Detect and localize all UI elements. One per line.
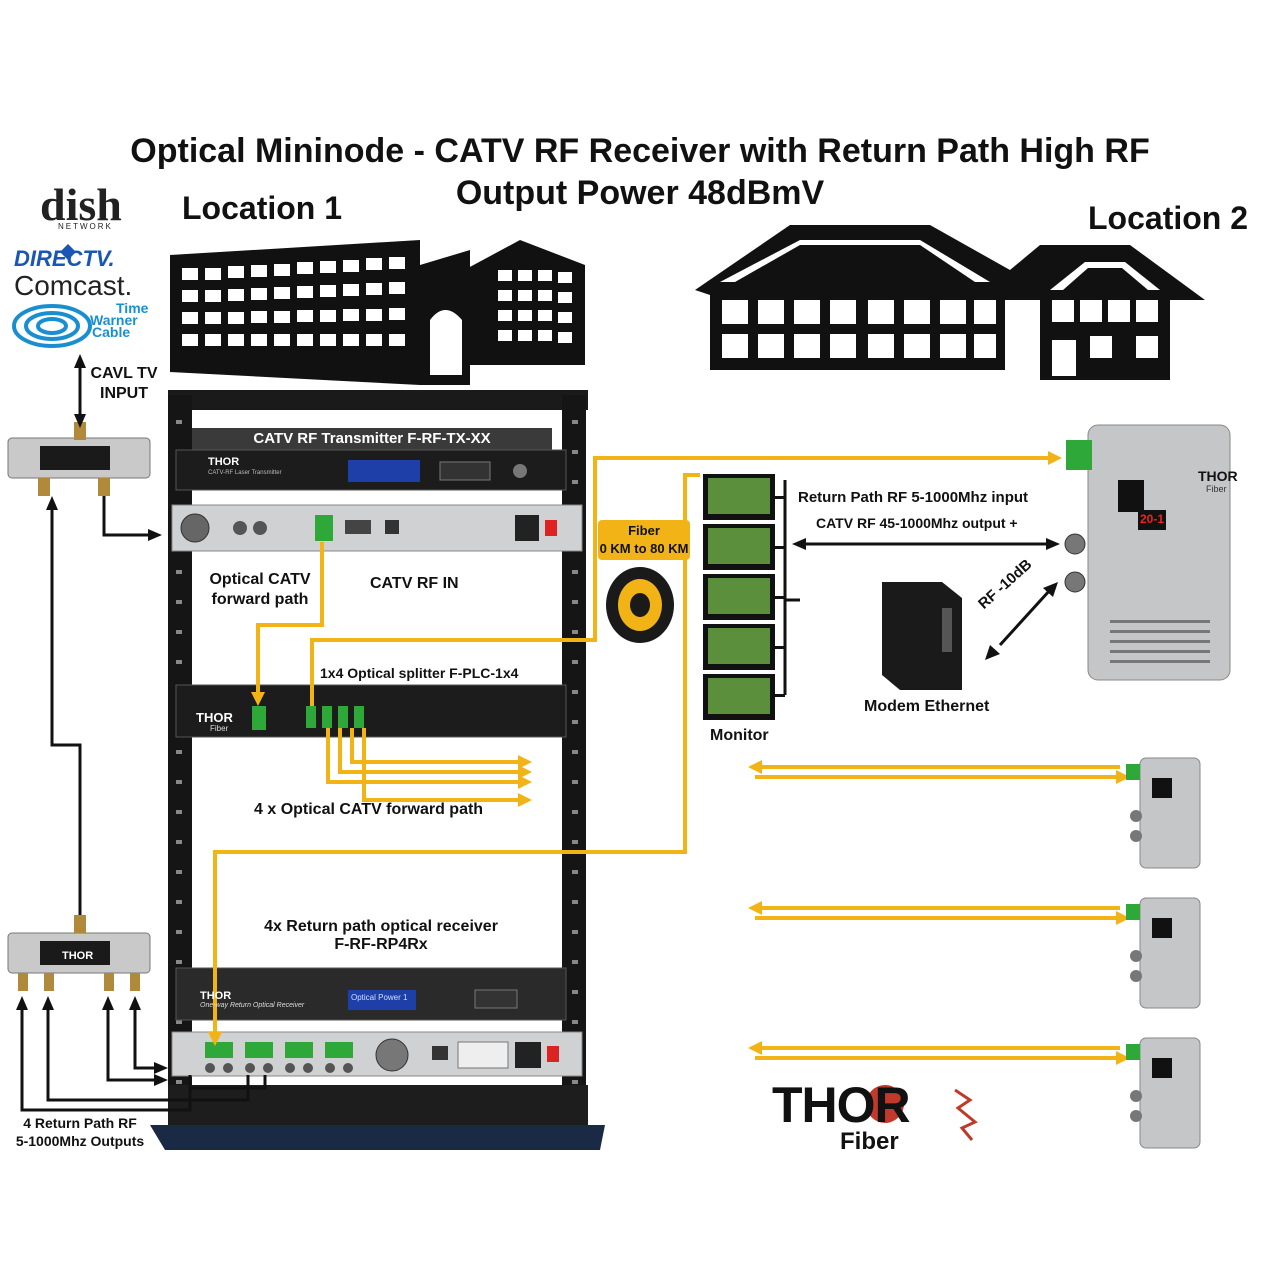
modem-label: Modem Ethernet xyxy=(864,698,990,715)
optical-forward-line1: Optical CATV xyxy=(209,571,311,588)
rf-splitter-top xyxy=(7,422,151,496)
power-switch-icon xyxy=(545,520,557,536)
thor-logo-bolt-icon xyxy=(954,1088,978,1141)
receiver-input-connector-icon xyxy=(205,1042,233,1058)
fiber-distance-label: Fiber 0 KM to 80 KM xyxy=(598,522,690,558)
return-receiver-unit xyxy=(171,967,583,1077)
optical-mininode-small-3 xyxy=(1126,1037,1201,1149)
transmitter-brand: THOR xyxy=(208,456,240,468)
cavl-input-label: CAVL TV INPUT xyxy=(84,364,164,404)
splitter-output-connector-icon xyxy=(322,706,332,728)
splitter-output-connector-icon xyxy=(338,706,348,728)
return-outputs-line2: 5-1000Mhz Outputs xyxy=(15,1133,145,1149)
thor-logo-sub: Fiber xyxy=(840,1128,899,1155)
ethernet-port-icon xyxy=(385,520,399,534)
location-1-label: Location 1 xyxy=(182,190,343,226)
rf-splitter-brand: THOR xyxy=(62,950,94,962)
catv-transmitter-unit xyxy=(175,449,567,491)
coax-lines xyxy=(20,360,1052,1112)
fan-icon xyxy=(180,513,210,543)
splitter-brand: THOR xyxy=(196,710,233,725)
transmitter-keypad xyxy=(439,461,491,481)
location-2-label: Location 2 xyxy=(1088,200,1249,236)
thor-logo-globe-icon xyxy=(866,1085,904,1123)
comcast-logo: Comcast. xyxy=(14,270,133,301)
receiver-ethernet-icon xyxy=(432,1046,448,1060)
receiver-line1: 4x Return path optical receiver xyxy=(264,918,498,935)
twc-line2: Warner xyxy=(90,312,138,328)
transmitter-screen xyxy=(348,460,420,482)
receiver-label: 4x Return path optical receiver F-RF-RP4… xyxy=(240,918,522,954)
return-outputs-label: 4 Return Path RF 5-1000Mhz Outputs xyxy=(0,1114,160,1150)
directv-icon xyxy=(60,244,76,260)
transmitter-rear-panel xyxy=(171,504,583,552)
node-brand: THOR xyxy=(1198,468,1238,484)
optical-forward-label: Optical CATV forward path xyxy=(198,570,322,610)
transmitter-rf-port-icon xyxy=(513,464,527,478)
twc-logo: Time Warner Cable xyxy=(90,300,149,340)
splitter-input-connector-icon xyxy=(252,706,266,730)
receiver-power-switch-icon xyxy=(547,1046,559,1062)
receiver-brand: THOR xyxy=(200,990,232,1002)
fiber-label-line1: Fiber xyxy=(628,523,660,538)
optical-mininode-small-1 xyxy=(1126,757,1201,869)
catv-output-label: CATV RF 45-1000Mhz output + xyxy=(816,515,1018,531)
transmitter-banner xyxy=(192,428,552,450)
transmitter-label: CATV RF Transmitter F-RF-TX-XX xyxy=(253,430,491,447)
four-forward-label: 4 x Optical CATV forward path xyxy=(254,801,484,818)
twc-swirl-icon xyxy=(12,304,92,348)
optical-mininode-main xyxy=(1064,424,1231,681)
receiver-screen xyxy=(348,990,416,1010)
power-inlet-icon xyxy=(515,515,539,541)
transmitter-model: CATV-RF Laser Transmitter xyxy=(208,470,282,476)
fiber-distance-box xyxy=(598,520,690,560)
receiver-power-inlet-icon xyxy=(515,1042,541,1068)
fiber-arrows xyxy=(208,451,1130,1065)
receiver-keypad xyxy=(474,989,518,1009)
dish-logo-sub: NETWORK xyxy=(58,222,113,231)
fiber-reel-icon xyxy=(606,567,674,643)
fiber-lines xyxy=(213,456,1120,1060)
monitor-label: Monitor xyxy=(710,727,769,744)
splitter-output-connector-icon xyxy=(306,706,316,728)
optical-forward-line2: forward path xyxy=(211,591,309,608)
twc-line1: Time xyxy=(116,300,149,316)
receiver-fan-icon xyxy=(375,1038,409,1072)
receiver-input-connector-icon xyxy=(245,1042,273,1058)
node-sub: Fiber xyxy=(1206,484,1227,494)
cavl-input-line1: CAVL TV xyxy=(90,365,158,382)
receiver-input-connector-icon xyxy=(325,1042,353,1058)
optical-splitter-unit xyxy=(175,684,567,738)
db9-port-icon xyxy=(345,520,371,534)
splitter-sub: Fiber xyxy=(210,724,229,733)
rf-splitter-bottom xyxy=(7,915,151,991)
monitor-stack xyxy=(703,474,785,720)
diagram-title-line2: Output Power 48dBmV xyxy=(455,174,825,212)
receiver-line2: F-RF-RP4Rx xyxy=(334,936,428,953)
catv-rf-in-label: CATV RF IN xyxy=(370,575,459,592)
bnc-port-icon xyxy=(233,521,247,535)
receiver-model: One-way Return Optical Receiver xyxy=(200,1002,305,1009)
building-1-icon xyxy=(170,240,585,385)
coax-arrows xyxy=(16,354,1060,1086)
diagram-title-line1: Optical Mininode - CATV RF Receiver with… xyxy=(130,132,1150,170)
modem-icon xyxy=(882,582,962,690)
splitter-output-connector-icon xyxy=(354,706,364,728)
node-display: 20-1 xyxy=(1140,512,1165,526)
optical-mininode-small-2 xyxy=(1126,897,1201,1009)
cavl-input-line2: INPUT xyxy=(100,385,148,402)
bnc-port-icon xyxy=(253,521,267,535)
fiber-label-line2: 0 KM to 80 KM xyxy=(599,541,689,556)
building-2-icon xyxy=(695,225,1205,380)
dish-logo: dish xyxy=(40,179,122,230)
receiver-screen-text: Optical Power 1 xyxy=(351,993,408,1002)
receiver-input-connector-icon xyxy=(285,1042,313,1058)
twc-line3: Cable xyxy=(92,324,131,340)
green-sc-connector-icon xyxy=(315,515,333,541)
splitter-label: 1x4 Optical splitter F-PLC-1x4 xyxy=(320,665,519,681)
return-outputs-line1: 4 Return Path RF xyxy=(23,1115,137,1131)
thor-logo: THOR xyxy=(772,1077,911,1133)
return-path-input-label: Return Path RF 5-1000Mhz input xyxy=(798,489,1029,506)
